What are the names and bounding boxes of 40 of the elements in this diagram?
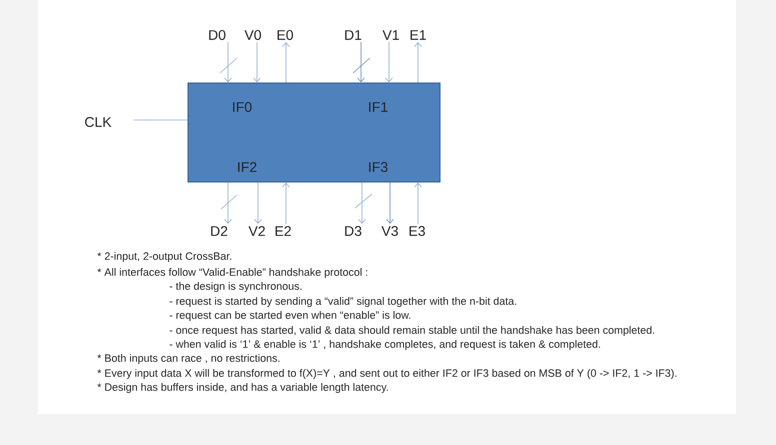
signal-label: D0: [209, 30, 226, 40]
signal-label: D1: [345, 30, 362, 40]
note-text: * 2-input, 2-output CrossBar.: [97, 252, 232, 262]
note-text: * Every input data X will be transformed to f(X)=Y , and sent out to either IF2 or IF3 based on MSB of Y (0 -> IF2, 1 -> IF3).: [97, 369, 676, 379]
signal-label: D2: [211, 226, 228, 236]
interface-label: IF3: [369, 162, 388, 172]
signal-label: E2: [276, 226, 291, 236]
signal-label: E3: [410, 226, 425, 236]
note-text: - once request has started, valid & data should remain stable until the handshake has been completed.: [170, 326, 654, 336]
signal-label: E0: [278, 30, 294, 40]
arrow: [254, 182, 262, 224]
note-text: - request can be started even when “enable” is low.: [170, 311, 410, 321]
note-text: * All interfaces follow “Valid-Enable” handshake protocol :: [97, 268, 368, 278]
signal-label: V0: [244, 30, 262, 40]
arrow: [414, 42, 422, 83]
arrow: [282, 182, 290, 224]
arrow: [414, 182, 422, 224]
signal-label: V1: [382, 30, 399, 40]
crossbar-box: [188, 82, 440, 182]
note-text: * Design has buffers inside, and has a variable length latency.: [97, 383, 388, 393]
note-text: - the design is synchronous.: [170, 282, 302, 292]
interface-label: IF0: [233, 102, 252, 112]
arrow: [224, 182, 232, 224]
signal-label: E1: [410, 30, 426, 40]
signal-label: D3: [345, 226, 362, 236]
signal-label: V3: [382, 226, 398, 236]
arrow: [357, 42, 365, 82]
arrow: [253, 42, 261, 82]
interface-label: IF1: [369, 102, 388, 112]
note-text: - when valid is ‘1’ & enable is ‘1’ , handshake completes, and request is taken & completed.: [170, 340, 600, 350]
note-text: * Both inputs can race , no restrictions.: [97, 354, 280, 364]
note-text: - request is started by sending a “valid” signal together with the n-bit data.: [170, 297, 516, 307]
arrow: [224, 42, 232, 82]
arrow: [386, 182, 394, 224]
signal-label: CLK: [85, 117, 112, 127]
arrow: [385, 42, 393, 82]
arrow: [282, 42, 290, 83]
interface-label: IF2: [238, 162, 256, 172]
arrow: [358, 182, 366, 224]
signal-label: V2: [248, 226, 265, 236]
